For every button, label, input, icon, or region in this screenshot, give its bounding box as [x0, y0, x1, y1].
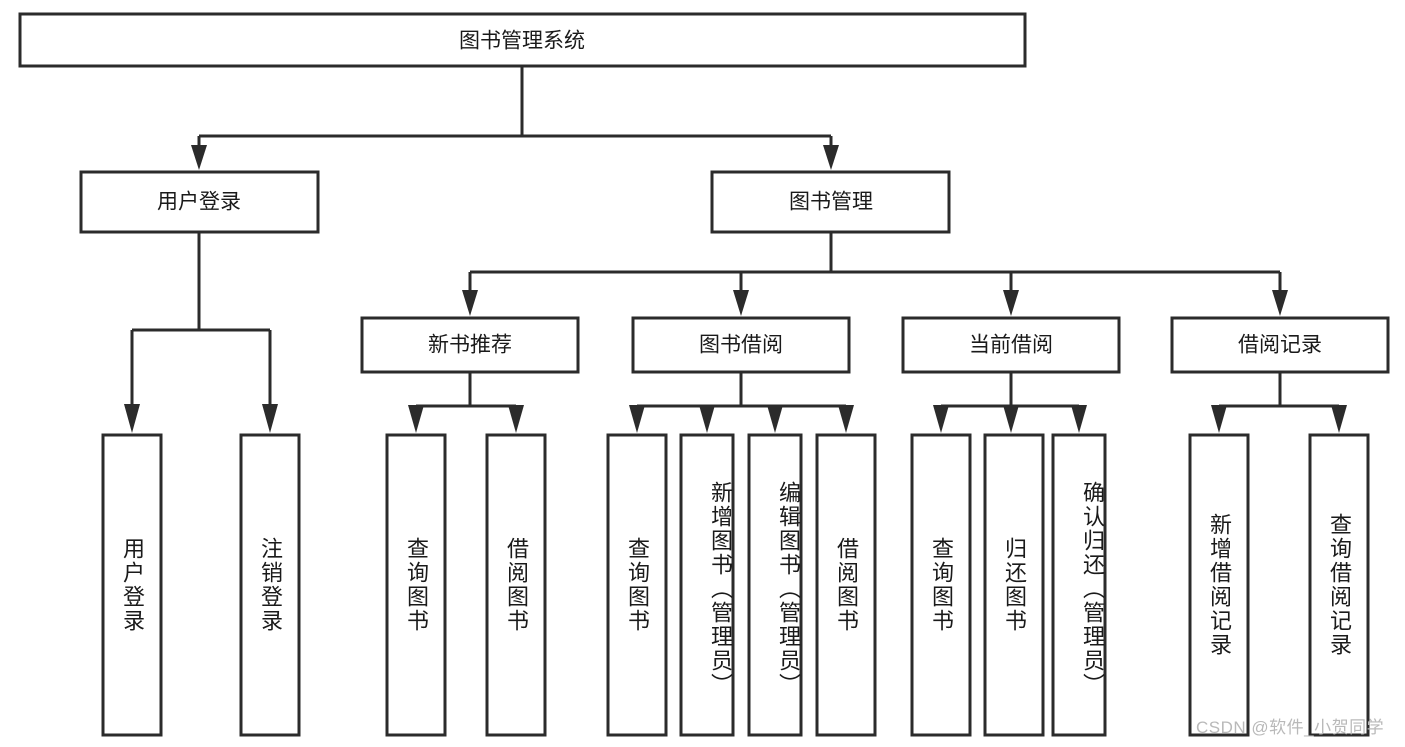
node-leaf-query-book-1-box[interactable]: [385, 433, 447, 737]
arrow-newbook-to-borrow-book: [508, 405, 524, 433]
node-leaf-query-book-3-box[interactable]: [910, 433, 972, 737]
arrow-root-to-user-login: [191, 145, 207, 170]
node-leaf-query-book-2-box[interactable]: [606, 433, 668, 737]
node-book-management-box[interactable]: [710, 170, 951, 234]
node-title-box[interactable]: [18, 12, 1027, 68]
node-layer: 图书管理系统 用户登录 图书管理 新书推荐 图书借阅 当前借阅 借阅记录: [18, 12, 1390, 737]
arrow-currentborrow-to-return-book: [1003, 405, 1019, 433]
node-borrow-record-box[interactable]: [1170, 316, 1390, 374]
arrow-to-borrow-record: [1272, 290, 1288, 316]
arrow-bookborrow-to-query-book: [629, 405, 645, 433]
arrow-to-new-book-recommend: [462, 290, 478, 316]
arrow-userlogin-to-leaf-logout: [262, 404, 278, 433]
node-borrow-record-label: 借阅记录: [1238, 334, 1322, 357]
node-book-management-label: 图书管理: [789, 191, 873, 214]
node-leaf-return-book-box[interactable]: [983, 433, 1045, 737]
arrow-currentborrow-to-query-book: [933, 405, 949, 433]
node-leaf-logout-login-box[interactable]: [239, 433, 301, 737]
node-leaf-user-login-box[interactable]: [101, 433, 163, 737]
node-leaf-add-borrow-record-box[interactable]: [1188, 433, 1250, 737]
node-book-borrow-label: 图书借阅: [699, 334, 783, 357]
node-leaf-query-borrow-record-box[interactable]: [1308, 433, 1370, 737]
arrow-borrowrecord-to-add-record: [1211, 405, 1227, 433]
arrow-bookborrow-to-add-book: [699, 405, 715, 433]
connector-layer: [124, 66, 1347, 433]
node-current-borrow-label: 当前借阅: [969, 334, 1053, 357]
node-current-borrow-box[interactable]: [901, 316, 1121, 374]
node-leaf-edit-book-admin-box[interactable]: [747, 433, 803, 737]
arrow-to-current-borrow: [1003, 290, 1019, 316]
node-book-borrow-box[interactable]: [631, 316, 851, 374]
arrow-borrowrecord-to-query-record: [1331, 405, 1347, 433]
node-user-login-box[interactable]: [79, 170, 320, 234]
arrow-userlogin-to-leaf-user-login: [124, 404, 140, 433]
arrow-newbook-to-query-book: [408, 405, 424, 433]
arrow-root-to-book-management: [823, 145, 839, 170]
node-leaf-borrow-book-1-box[interactable]: [485, 433, 547, 737]
csdn-watermark: CSDN @软件_小贺同学: [1196, 718, 1385, 737]
node-new-book-recommend-label: 新书推荐: [428, 334, 512, 357]
arrow-bookborrow-to-edit-book: [767, 405, 783, 433]
node-leaf-add-book-admin-box[interactable]: [679, 433, 735, 737]
arrow-currentborrow-to-confirm-return: [1071, 405, 1087, 433]
arrow-bookborrow-to-borrow-book: [838, 405, 854, 433]
node-leaf-confirm-return-admin-box[interactable]: [1051, 433, 1107, 737]
node-new-book-recommend-box[interactable]: [360, 316, 580, 374]
node-leaf-borrow-book-2-box[interactable]: [815, 433, 877, 737]
arrow-to-book-borrow: [733, 290, 749, 316]
node-title-label: 图书管理系统: [459, 30, 585, 53]
node-user-login-label: 用户登录: [157, 191, 241, 214]
